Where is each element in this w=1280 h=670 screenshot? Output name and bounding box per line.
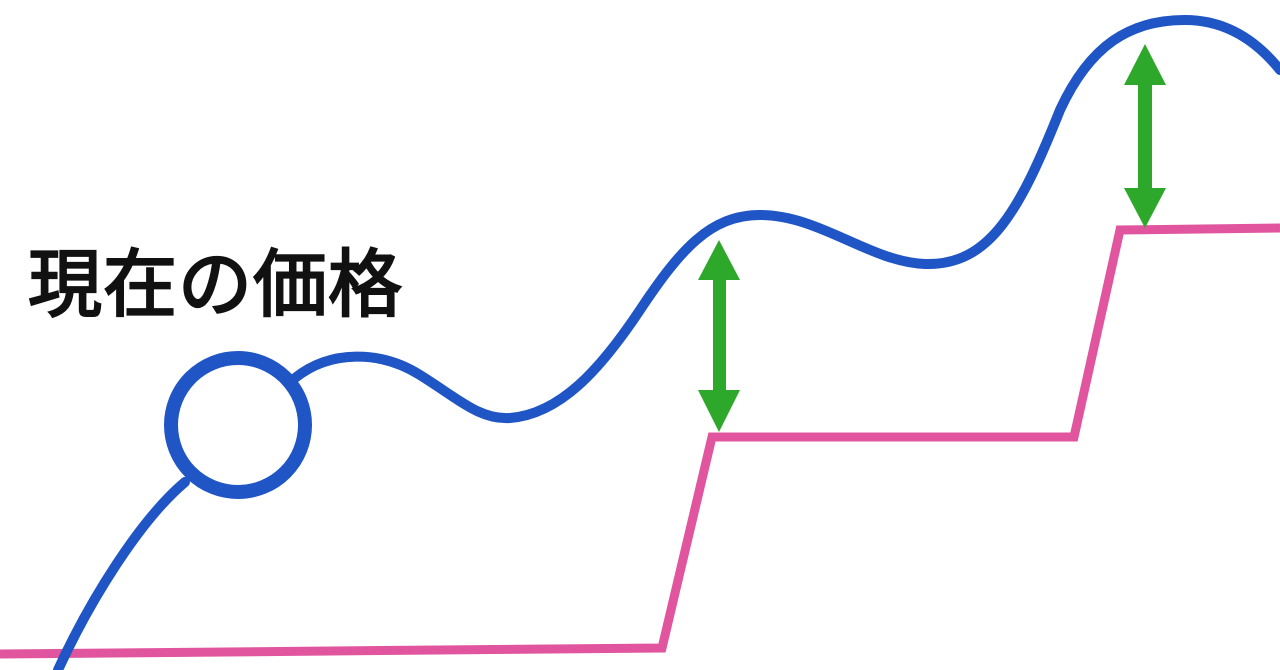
- price-curve: [53, 14, 1280, 670]
- current-price-label: 現在の価格: [28, 242, 403, 328]
- step-line: [0, 223, 1280, 659]
- current-price-marker: [164, 351, 312, 499]
- gap-arrow-2-icon: [1124, 44, 1166, 228]
- gap-arrow-1-icon: [698, 240, 740, 432]
